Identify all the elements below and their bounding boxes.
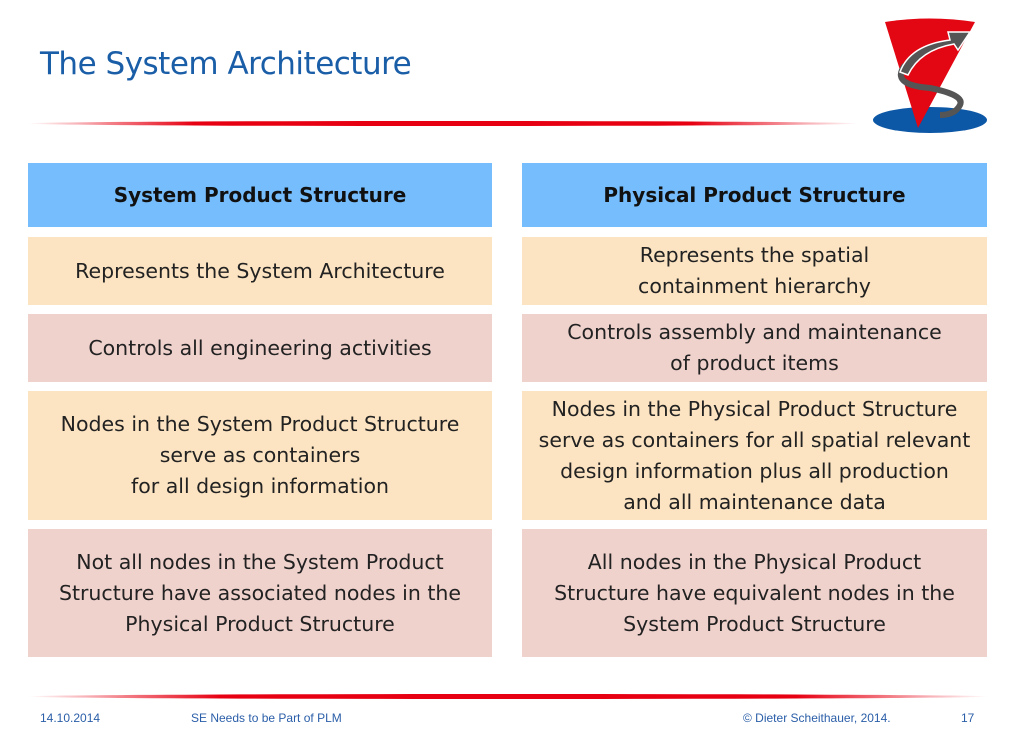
column-header-physical: Physical Product Structure xyxy=(522,163,987,227)
footer-date: 14.10.2014 xyxy=(40,711,101,725)
slide-title: The System Architecture xyxy=(40,46,412,82)
cell: Controls all engineering activities xyxy=(28,314,492,382)
footer-copyright: © Dieter Scheithauer, 2014. xyxy=(743,711,891,725)
footer-divider xyxy=(28,694,988,699)
cell: Nodes in the Physical Product Structure … xyxy=(522,391,987,520)
cell: Represents the System Architecture xyxy=(28,237,492,305)
cell: Not all nodes in the System Product Stru… xyxy=(28,529,492,657)
column-header-system: System Product Structure xyxy=(28,163,492,227)
page-number: 17 xyxy=(961,711,975,725)
cell: Nodes in the System Product Structure se… xyxy=(28,391,492,520)
footer-topic: SE Needs to be Part of PLM xyxy=(191,711,342,725)
header-divider xyxy=(28,121,858,126)
cell: All nodes in the Physical Product Struct… xyxy=(522,529,987,657)
cell: Represents the spatial containment hiera… xyxy=(522,237,987,305)
cell: Controls assembly and maintenance of pro… xyxy=(522,314,987,382)
logo-icon xyxy=(873,18,987,133)
